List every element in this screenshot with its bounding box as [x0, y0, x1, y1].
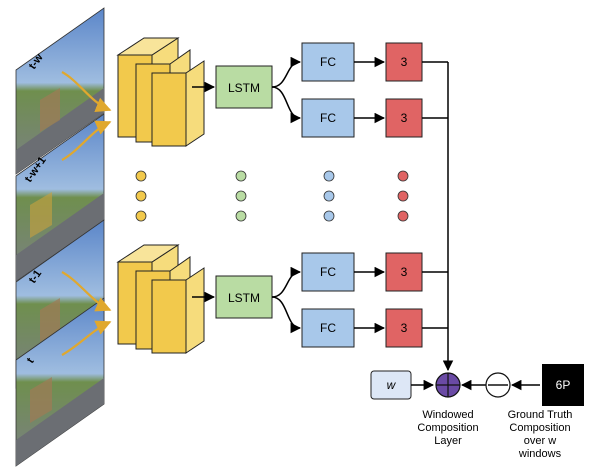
frame-2	[15, 113, 105, 282]
w-parameter-box: w	[370, 370, 412, 400]
svg-text:Windowed: Windowed	[422, 409, 473, 421]
output-block-4: 3	[385, 308, 423, 348]
output-block-3: 3	[385, 252, 423, 292]
svg-text:windows: windows	[518, 448, 562, 460]
svg-text:w: w	[387, 378, 397, 392]
input-frames: t-w t-w+1 t-1 t	[15, 7, 105, 467]
ground-truth-box: 6P	[542, 364, 584, 406]
output-block-1: 3	[385, 42, 423, 82]
svg-text:3: 3	[401, 265, 408, 279]
svg-text:3: 3	[401, 321, 408, 335]
svg-text:FC: FC	[320, 111, 336, 125]
subtraction-node	[485, 372, 511, 398]
composition-node	[435, 372, 461, 398]
svg-text:6P: 6P	[556, 378, 571, 392]
frame-label-t: t	[25, 356, 37, 366]
windowed-composition-caption: Windowed Composition Layer	[417, 409, 478, 447]
svg-text:Composition: Composition	[417, 422, 478, 434]
svg-text:3: 3	[401, 55, 408, 69]
ellipsis-dots	[135, 170, 409, 222]
fc-to-output-arrows	[354, 56, 386, 334]
fc-block-1: FC	[301, 42, 355, 82]
fc-block-2: FC	[301, 98, 355, 138]
svg-text:LSTM: LSTM	[228, 291, 260, 305]
output-block-2: 3	[385, 98, 423, 138]
svg-text:over w: over w	[524, 435, 556, 447]
svg-text:Layer: Layer	[434, 435, 462, 447]
svg-text:FC: FC	[320, 55, 336, 69]
frame-1	[15, 7, 105, 175]
svg-text:FC: FC	[320, 265, 336, 279]
cnn-stack-bottom	[116, 244, 205, 354]
frame-to-cnn-arrows	[61, 71, 112, 356]
svg-text:FC: FC	[320, 321, 336, 335]
fc-block-3: FC	[301, 252, 355, 292]
output-bus-lines	[422, 61, 454, 372]
lstm-to-fc-arrows	[271, 56, 302, 334]
svg-text:Ground Truth: Ground Truth	[508, 409, 573, 421]
lstm-block-bottom: LSTM	[215, 275, 273, 319]
cnn-stack-top	[116, 37, 205, 147]
lstm-block-top: LSTM	[215, 65, 273, 109]
svg-text:LSTM: LSTM	[228, 81, 260, 95]
svg-text:3: 3	[401, 111, 408, 125]
ground-truth-caption: Ground Truth Composition over w windows	[508, 409, 573, 460]
svg-text:Composition: Composition	[509, 422, 570, 434]
fc-block-4: FC	[301, 308, 355, 348]
